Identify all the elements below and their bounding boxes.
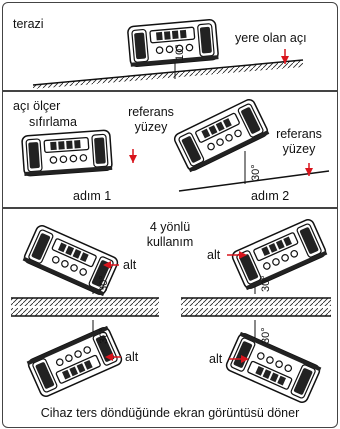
reference-arrow-right	[305, 168, 313, 176]
panel-level-mode: terazi yere olan açı 10°	[3, 3, 337, 90]
sloped-ground	[33, 60, 303, 89]
device-step2	[171, 96, 271, 174]
panel2-angle-value: 30°	[250, 164, 262, 181]
reference-arrow-left	[129, 155, 137, 163]
surface-right-top	[181, 298, 331, 306]
panel-four-way-use: 4 yönlü kullanım alt alt alt alt 30° 30°…	[3, 208, 337, 427]
step2-label: adım 2	[251, 189, 290, 203]
surface-right-bottom	[181, 308, 331, 316]
arrow-top-right	[239, 251, 247, 259]
bottom-label-top-right: alt	[207, 248, 221, 262]
bottom-label-bottom-left: alt	[125, 350, 139, 364]
four-way-label-line1: 4 yönlü	[149, 220, 191, 234]
reference-right-line2: yüzey	[282, 142, 316, 156]
panel2-title-line1: açı ölçer	[13, 99, 61, 113]
panel1-title: terazi	[13, 17, 44, 31]
angle-pointer-arrow	[281, 56, 289, 64]
panel2-illustration	[20, 96, 330, 192]
bottom-label-bottom-right: alt	[209, 352, 223, 366]
panel-angle-zero: açı ölçer sıfırlama referans yüzey refer…	[3, 91, 337, 207]
surface-left-bottom	[11, 308, 159, 316]
angle-bottom-left: 30°	[98, 327, 110, 344]
device-top-right	[229, 217, 329, 291]
step1-label: adım 1	[73, 189, 112, 203]
slope-line	[32, 59, 304, 86]
surface-left-top	[11, 298, 159, 306]
divider-1	[3, 90, 337, 92]
four-way-label-line2: kullanım	[146, 235, 194, 249]
panel1-illustration	[32, 18, 304, 89]
divider-2	[3, 207, 337, 209]
angle-bottom-right: 30°	[260, 327, 272, 344]
reference-right-line1: referans	[276, 127, 322, 141]
reference-surface-step2	[178, 170, 330, 192]
caption: Cihaz ters döndüğünde ekran görüntüsü dö…	[40, 406, 300, 420]
device-bottom-right	[223, 331, 323, 405]
ground-angle-label: yere olan açı	[235, 31, 307, 45]
reference-left-line1: referans	[128, 105, 174, 119]
angle-top-right: 30°	[260, 275, 272, 292]
reference-left-line2: yüzey	[134, 120, 168, 134]
angle-top-left: 30°	[98, 275, 110, 292]
panel3-illustration	[11, 217, 331, 405]
arrow-top-left	[103, 261, 111, 269]
device-step1	[20, 129, 114, 177]
bottom-label-top-left: alt	[123, 258, 137, 272]
arrow-bottom-left	[105, 353, 113, 361]
arrow-bottom-right	[241, 355, 249, 363]
panel1-angle-value: 10°	[174, 44, 186, 61]
panel2-title-line2: sıfırlama	[29, 115, 77, 129]
